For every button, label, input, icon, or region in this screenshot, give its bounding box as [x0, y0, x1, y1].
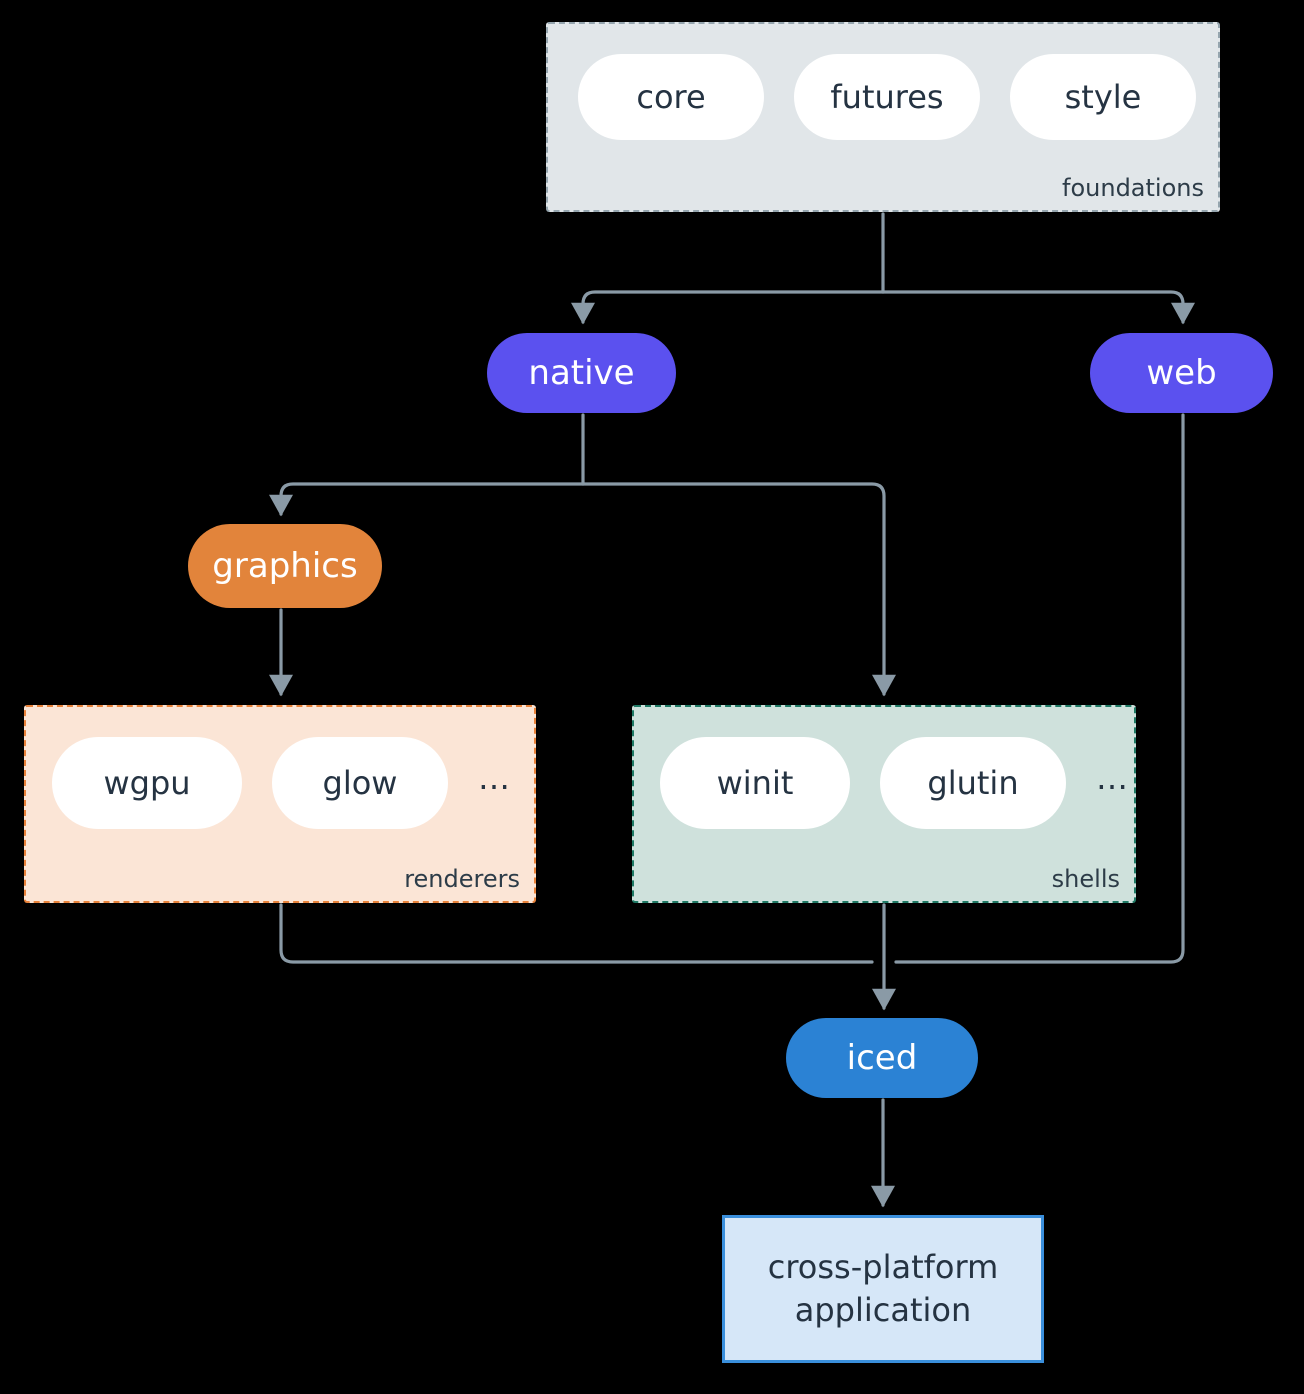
- group-label-foundations: foundations: [1062, 174, 1204, 202]
- node-cross-platform-application[interactable]: cross-platform application: [722, 1215, 1044, 1363]
- group-label-renderers: renderers: [404, 865, 520, 893]
- app-label-line-2: application: [794, 1291, 972, 1329]
- node-web[interactable]: web: [1090, 333, 1273, 413]
- edge-renderers-to-iced: [279, 903, 874, 964]
- chip-glow[interactable]: glow: [272, 737, 448, 829]
- edge-native-to-graphics: [269, 482, 585, 517]
- node-native[interactable]: native: [487, 333, 676, 413]
- chip-futures[interactable]: futures: [794, 54, 980, 140]
- chip-wgpu[interactable]: wgpu: [52, 737, 242, 829]
- edge-native-to-shells: [581, 482, 896, 697]
- renderers-items: wgpu glow …: [52, 737, 511, 829]
- shells-more-ellipsis: …: [1096, 759, 1129, 797]
- chip-core[interactable]: core: [578, 54, 764, 140]
- chip-style[interactable]: style: [1010, 54, 1196, 140]
- node-graphics[interactable]: graphics: [188, 524, 382, 608]
- group-renderers: wgpu glow … renderers: [24, 705, 536, 903]
- group-foundations: core futures style foundations: [546, 22, 1220, 212]
- chip-winit[interactable]: winit: [660, 737, 850, 829]
- renderers-more-ellipsis: …: [478, 759, 511, 797]
- app-label-line-1: cross-platform: [767, 1247, 999, 1286]
- chip-glutin[interactable]: glutin: [880, 737, 1066, 829]
- foundations-items: core futures style: [578, 54, 1196, 140]
- shells-items: winit glutin …: [660, 737, 1129, 829]
- edge-foundations-to-web: [881, 290, 1195, 325]
- group-shells: winit glutin … shells: [632, 705, 1136, 903]
- group-label-shells: shells: [1051, 865, 1120, 893]
- edge-foundations-to-native: [571, 290, 885, 325]
- node-iced[interactable]: iced: [786, 1018, 978, 1098]
